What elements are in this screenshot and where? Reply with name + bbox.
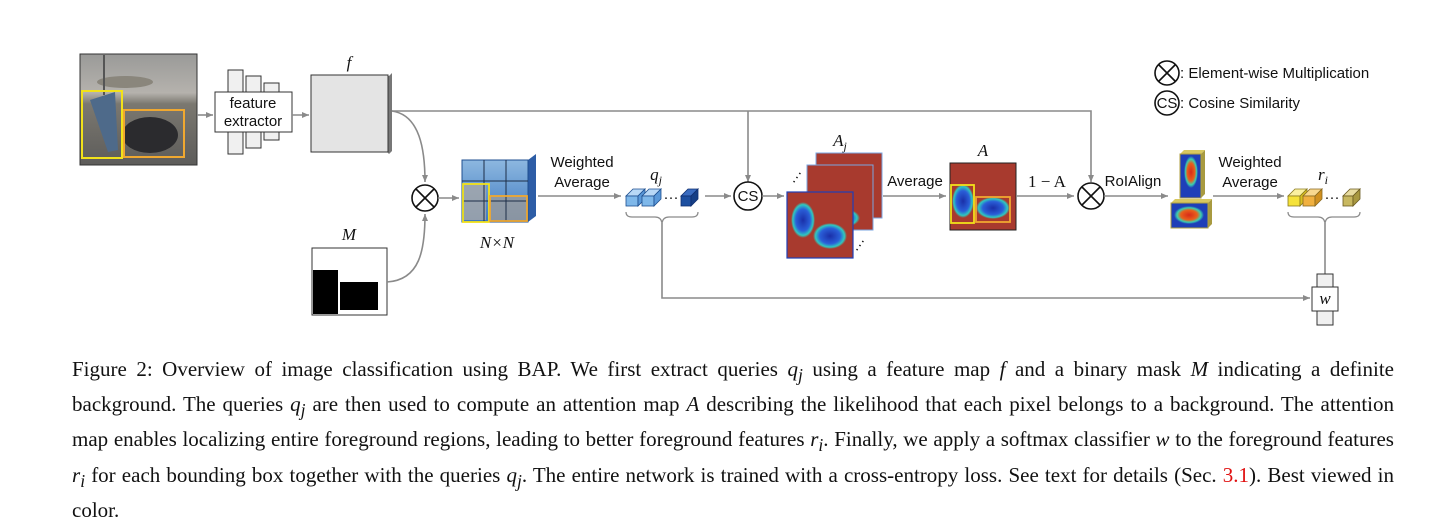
queries-label: q	[650, 165, 659, 184]
math-q: q	[290, 392, 301, 417]
svg-text:ri: ri	[1318, 165, 1328, 187]
query-vector	[641, 188, 662, 207]
queries-label-sub: j	[657, 173, 663, 187]
binary-mask: M	[311, 225, 388, 316]
math-q: q	[506, 462, 517, 487]
query-vector	[625, 188, 646, 207]
attention-map-label: A	[977, 141, 989, 160]
weighted-average-label-1b: Average	[554, 174, 610, 191]
legend-cosine-icon: CS	[1154, 90, 1180, 116]
caption-text: ). Best viewed in color.	[72, 462, 1394, 522]
grid-size-label: N×N	[479, 233, 516, 252]
feature-extractor-label-2: extractor	[224, 113, 282, 130]
element-wise-multiply-node-2	[1077, 182, 1105, 210]
feature-map: f	[310, 53, 392, 154]
weighted-average-label-2b: Average	[1222, 174, 1278, 191]
caption-text: and a binary mask	[1005, 357, 1191, 381]
queries-ellipsis: ···	[664, 189, 679, 206]
math-a: A	[686, 392, 700, 417]
feature-vector	[1302, 188, 1323, 207]
cosine-similarity-node: CS	[733, 181, 763, 211]
classifier-label: w	[1319, 289, 1331, 308]
figure-caption: Figure 2: Overview of image classificati…	[72, 355, 1394, 525]
queries-to-classifier-arrow	[661, 223, 1310, 301]
math-q: q	[787, 357, 798, 381]
attention-map-a: A	[949, 141, 1017, 231]
f-to-roi-multiply-arrow	[392, 110, 1094, 182]
attention-maps-label-sub: j	[842, 139, 848, 153]
math-sub: i	[818, 435, 824, 456]
caption-text: . Finally, we apply a softmax classifier	[823, 427, 1156, 452]
caption-text: for each bounding box together with the …	[85, 462, 507, 487]
softmax-classifier-w: w	[1311, 273, 1339, 326]
features-label: r	[1318, 165, 1325, 184]
element-wise-multiply-node-1	[411, 184, 439, 212]
caption-text: are then used to compute an attention ma…	[305, 392, 687, 417]
foreground-features-ri: ··· ri	[1287, 165, 1361, 224]
queries-brace	[625, 211, 699, 224]
input-image	[79, 53, 198, 166]
mask-label: M	[341, 225, 357, 244]
math-r: r	[810, 427, 819, 452]
weighted-average-label-2a: Weighted	[1218, 154, 1281, 171]
attention-maps-aj: Aj ··· ···	[785, 131, 883, 259]
feature-extractor-label-1: feature	[230, 95, 277, 112]
legend-multiply-icon	[1154, 60, 1180, 86]
math-r: r	[72, 462, 81, 487]
caption-text: to the foreground features	[1169, 427, 1394, 452]
caption-text: . The entire network is trained with a c…	[521, 462, 1223, 487]
attention-maps-label: A	[832, 131, 844, 150]
query-vector	[680, 188, 699, 207]
legend-multiply-text: : Element-wise Multiplication	[1180, 65, 1369, 82]
f-to-multiply-arrow	[391, 110, 428, 183]
legend-cosine-text: : Cosine Similarity	[1180, 95, 1301, 112]
bap-overview-diagram: feature extractor f M N×N Weighted Ave	[79, 53, 1369, 326]
roi-align-label: RoIAlign	[1105, 173, 1162, 190]
motorcycle-bounding-box	[123, 109, 185, 158]
queries-qj: ··· qj	[625, 165, 699, 224]
features-label-sub: i	[1325, 173, 1328, 187]
legend: : Element-wise Multiplication CS : Cosin…	[1154, 60, 1369, 116]
section-reference-link[interactable]: 3.1	[1222, 462, 1250, 487]
cs-node-label: CS	[738, 188, 759, 205]
math-sub: j	[797, 365, 803, 386]
caption-text: Figure 2: Overview of image classificati…	[72, 357, 788, 381]
stack-ellipsis-top: ···	[785, 166, 808, 188]
math-sub: i	[80, 470, 86, 491]
mask-to-multiply-arrow	[386, 213, 428, 283]
math-sub: j	[300, 400, 306, 421]
math-f: f	[999, 357, 1006, 381]
caption-text: using a feature map	[802, 357, 1000, 381]
feature-vector	[1342, 188, 1361, 207]
math-sub: j	[516, 470, 522, 491]
weighted-average-label-1a: Weighted	[550, 154, 613, 171]
average-label: Average	[887, 173, 943, 190]
feature-map-label: f	[347, 53, 354, 72]
svg-text:Aj: Aj	[832, 131, 847, 153]
feature-extractor: feature extractor	[214, 69, 293, 155]
caption-text: indicating a definite background. The qu…	[72, 357, 1394, 417]
math-w: w	[1155, 427, 1170, 452]
features-ellipsis: ···	[1325, 189, 1340, 206]
legend-cs-symbol: CS	[1157, 95, 1178, 112]
svg-text:qj: qj	[650, 165, 663, 187]
features-brace	[1287, 211, 1361, 224]
roi-aligned-features	[1170, 150, 1212, 229]
caption-text: describing the likelihood that each pixe…	[72, 392, 1394, 452]
person-bounding-box	[81, 90, 123, 159]
one-minus-a-label: 1 − A	[1028, 172, 1067, 191]
math-m: M	[1190, 357, 1209, 381]
nxn-masked-feature-grid: N×N	[461, 154, 536, 252]
